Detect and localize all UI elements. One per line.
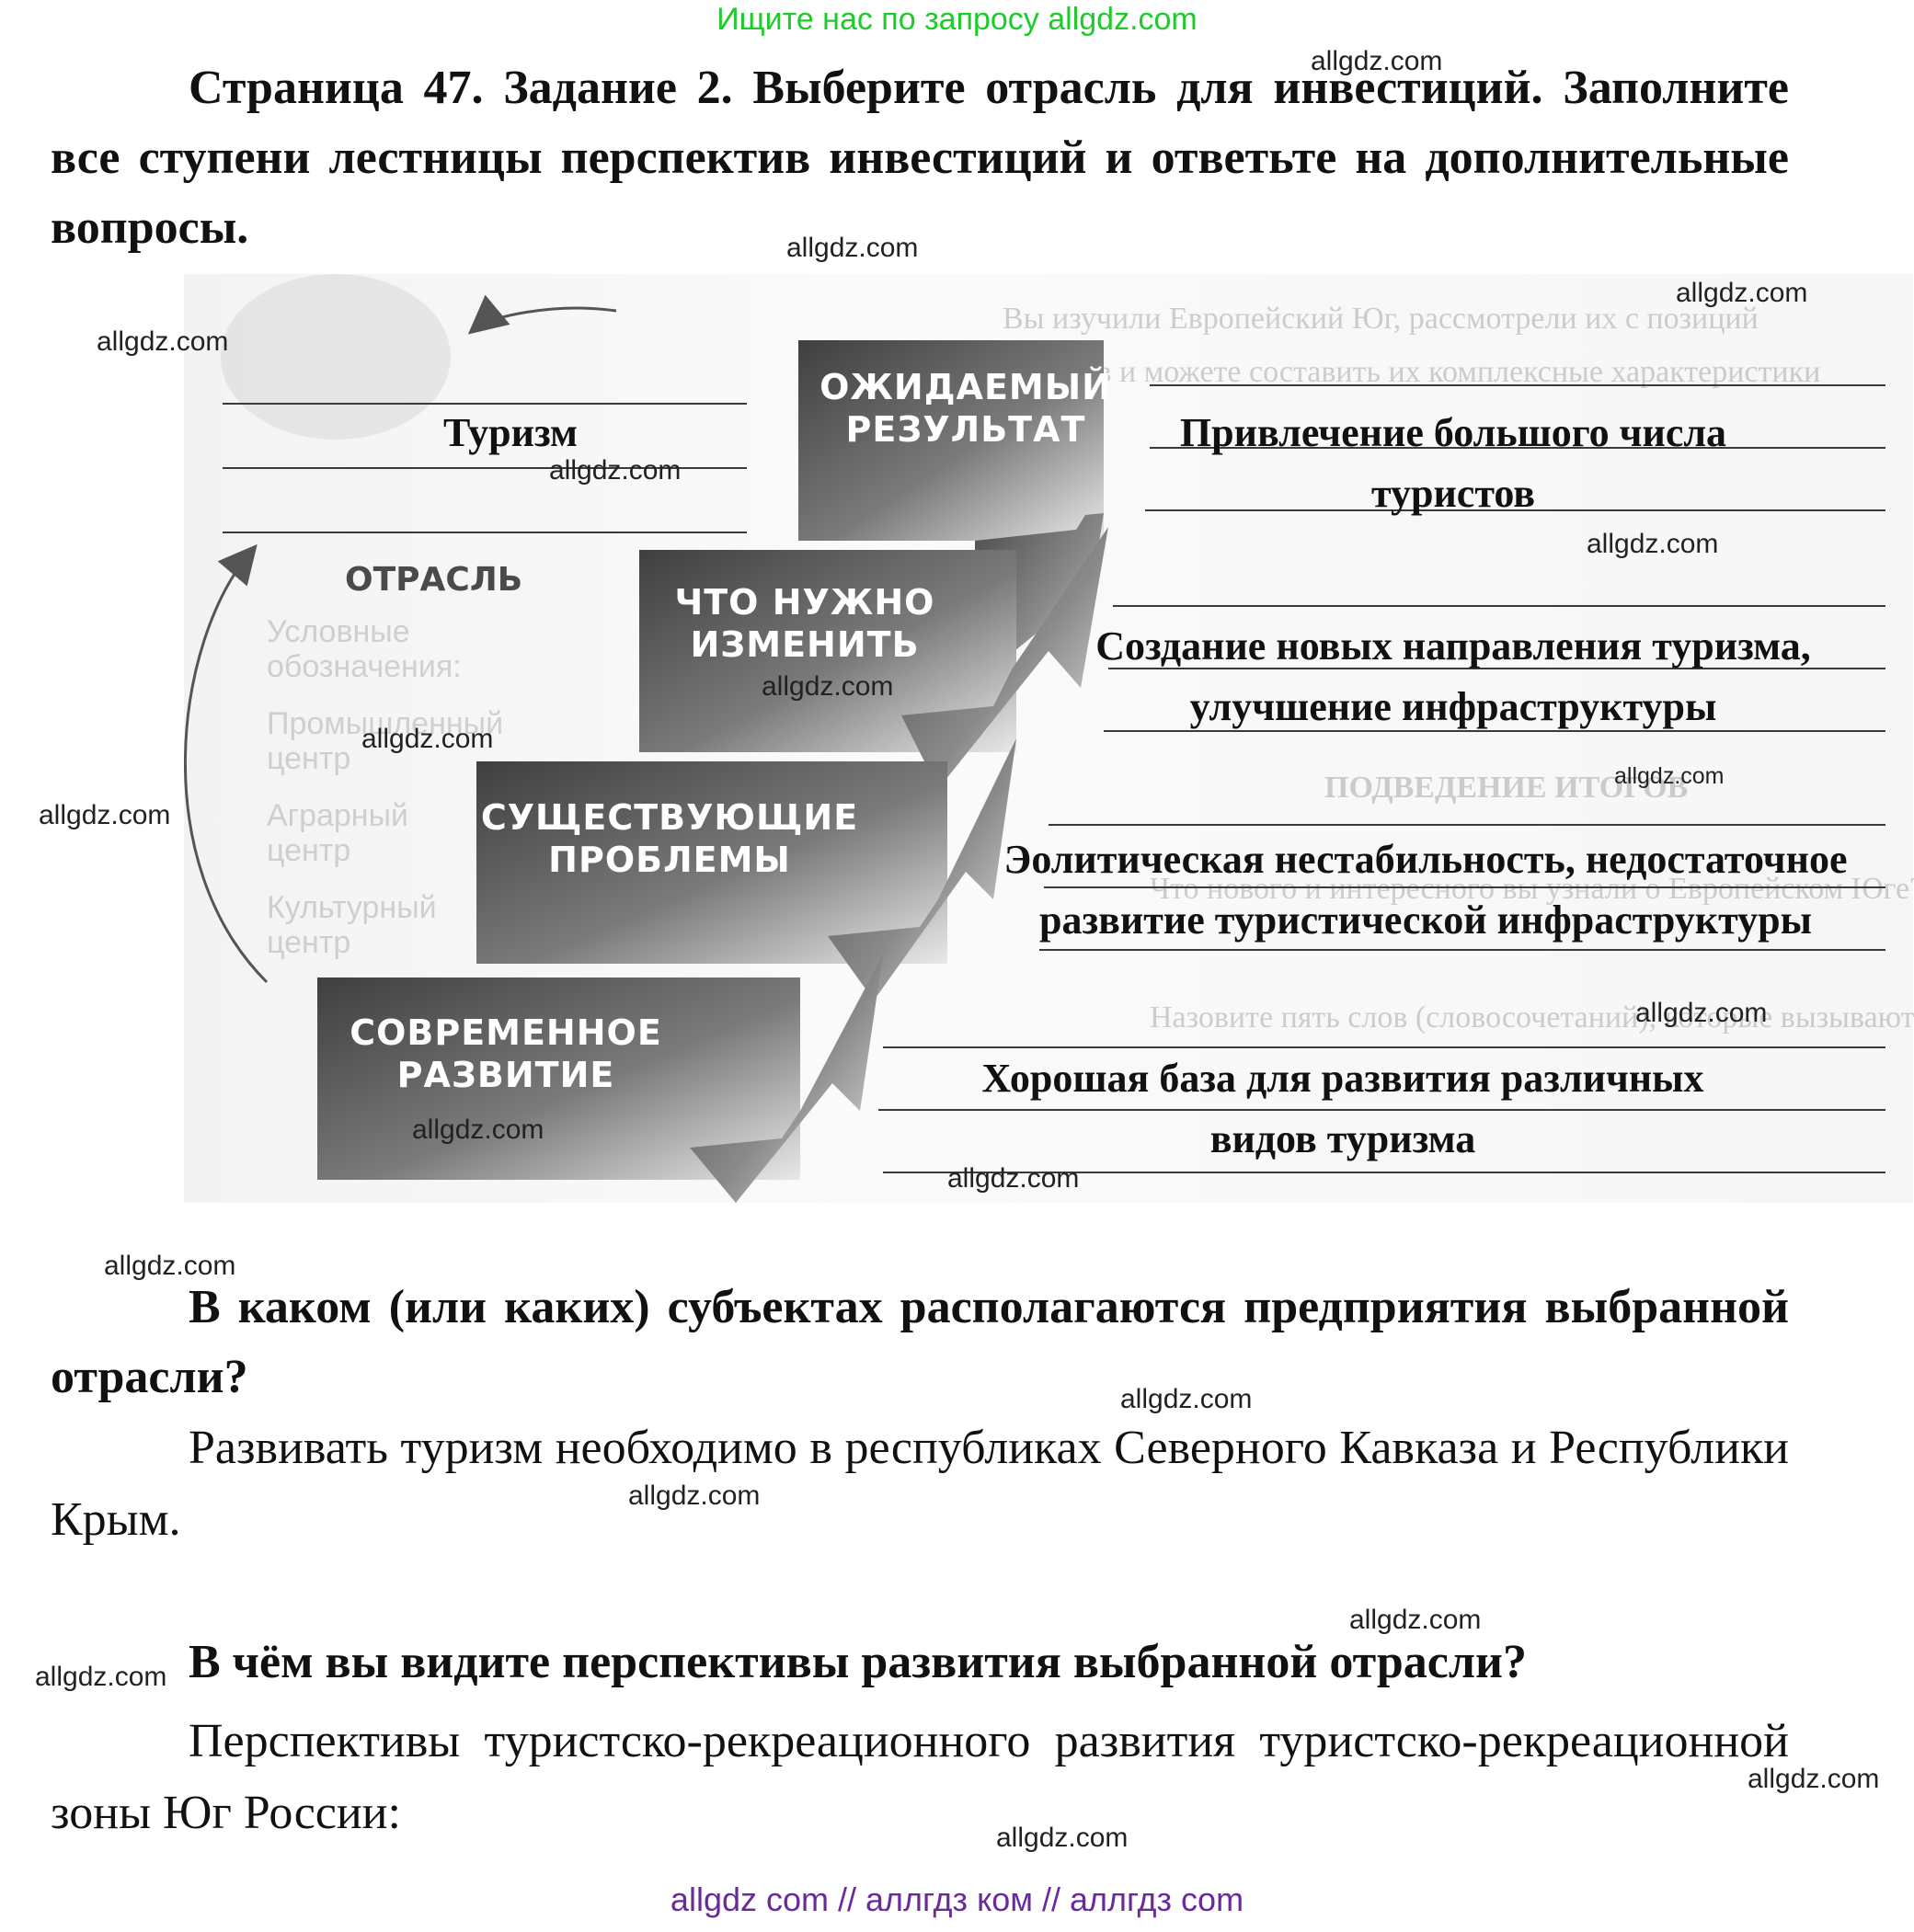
watermark: allgdz.com	[412, 1115, 544, 1145]
step-existing-problems	[476, 738, 1016, 1000]
watermark: allgdz.com	[1748, 1764, 1880, 1794]
answer-2: Перспективы туристско-рекреационного раз…	[51, 1715, 1789, 1839]
watermark: allgdz.com	[1311, 46, 1443, 76]
cycle-arrow-icon	[184, 294, 617, 984]
ghost-text: Культурный	[267, 890, 437, 925]
answer-line	[878, 1109, 1885, 1111]
watermark: allgdz.com	[1676, 278, 1808, 308]
ghost-text: Промышленный	[267, 706, 504, 741]
answer-line	[223, 467, 747, 469]
step-current-development	[317, 955, 883, 1203]
answer-line	[223, 403, 747, 405]
ghost-text: обозначения:	[267, 649, 462, 684]
watermark: allgdz.com	[947, 1163, 1080, 1194]
answer-line	[1044, 886, 1885, 888]
top-banner[interactable]: Ищите нас по запросу allgdz.com	[716, 2, 1198, 37]
watermark: allgdz.com	[35, 1662, 167, 1692]
industry-label: ОТРАСЛЬ	[345, 561, 523, 599]
faded-map-circle	[221, 274, 451, 440]
step-what-to-change	[639, 527, 1108, 789]
bottom-banner[interactable]: allgdz com // аллгдз ком // аллгдз com	[670, 1881, 1244, 1918]
watermark: allgdz.com	[549, 455, 682, 486]
answer-what-to-change: Создание новых направления туризма, улуч…	[1095, 623, 1811, 729]
ladder-steps	[317, 340, 1108, 1203]
answer-line	[1108, 668, 1885, 669]
answer-line	[1150, 447, 1885, 449]
watermark: allgdz.com	[1635, 998, 1768, 1028]
ghost-text: Вы изучили Европейский Юг, рассмотрели и…	[1003, 302, 1759, 336]
answer-line	[223, 532, 747, 533]
ghost-text: центр	[267, 741, 351, 776]
watermark: allgdz.com	[786, 233, 919, 263]
answer-expected-result: Привлечение большого числа туристов	[1179, 410, 1727, 516]
watermark: allgdz.com	[97, 326, 229, 357]
answer-line	[1145, 509, 1885, 511]
ghost-text: Назовите пять слов (словосочетаний), кот…	[1150, 1000, 1914, 1035]
watermark: allgdz.com	[361, 724, 494, 754]
ghost-text: ПОДВЕДЕНИЕ ИТОГОВ	[1324, 771, 1689, 805]
answer-line	[1150, 384, 1885, 386]
answer-line	[1113, 605, 1885, 607]
question-2: В чём вы видите перспективы развития выб…	[189, 1636, 1527, 1688]
watermark: allgdz.com	[39, 800, 171, 830]
ghost-text: Условные	[267, 614, 410, 649]
answer-line	[1104, 730, 1885, 732]
ghost-text: Аграрный	[267, 798, 409, 833]
watermark: allgdz.com	[1120, 1384, 1253, 1414]
answer-line	[1049, 824, 1885, 826]
ghost-text: центр	[267, 925, 351, 960]
watermark: allgdz.com	[104, 1251, 236, 1281]
ghost-text: центр	[267, 833, 351, 868]
task-heading: Страница 47. Задание 2. Выберите отрасль…	[51, 62, 1789, 254]
watermark: allgdz.com	[628, 1480, 761, 1511]
ghost-text: районов и можете составить их комплексны…	[1003, 355, 1821, 389]
watermark: allgdz.com	[1614, 763, 1725, 789]
watermark: allgdz.com	[1349, 1605, 1482, 1635]
answer-1: Развивать туризм необходимо в республика…	[51, 1422, 1789, 1546]
answer-current-development: Хорошая база для развития различных видо…	[981, 1056, 1704, 1161]
answer-line	[883, 1172, 1885, 1173]
watermark: allgdz.com	[996, 1823, 1129, 1853]
answer-line	[883, 1046, 1885, 1048]
watermark: allgdz.com	[762, 671, 894, 702]
answer-existing-problems: Эолитическая нестабильность, недостаточн…	[1003, 837, 1848, 943]
industry-answer: Туризм	[442, 410, 578, 455]
question-1: В каком (или каких) субъектах располагаю…	[51, 1281, 1789, 1403]
ghost-text: Что нового и интересного вы узнали о Евр…	[1150, 872, 1914, 906]
ladder-figure: Вы изучили Европейский Юг, рассмотрели и…	[184, 274, 1914, 1203]
watermark: allgdz.com	[1587, 529, 1719, 559]
answer-line	[1039, 949, 1885, 951]
